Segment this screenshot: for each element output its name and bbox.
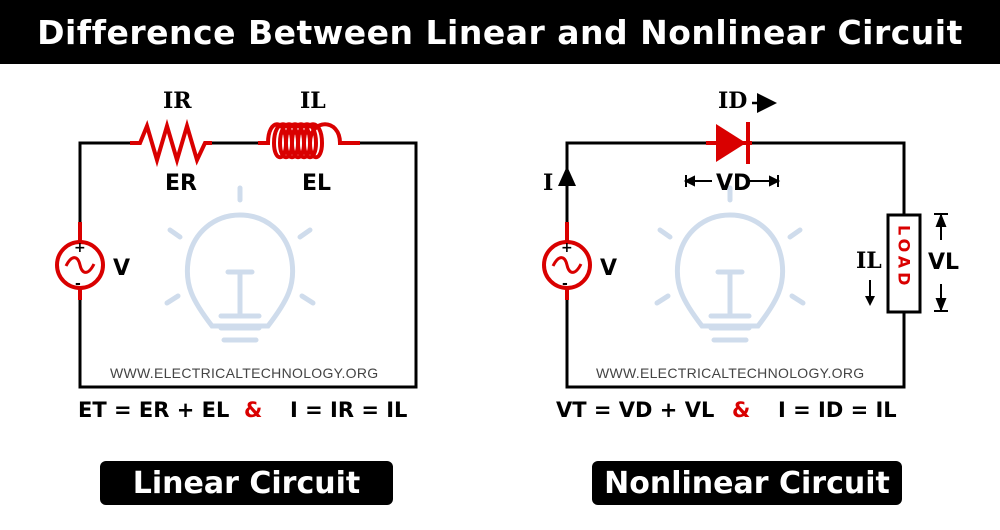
inductor-current-label: IL <box>300 88 326 114</box>
diode-icon <box>706 122 752 164</box>
nonlinear-wires <box>565 141 906 389</box>
nonlinear-voltage-equation: VT = VD + VL <box>556 398 714 422</box>
diode-current-label: ID <box>718 88 747 114</box>
watermark-linear: WWW.ELECTRICALTECHNOLOGY.ORG <box>110 365 378 381</box>
nonlinear-connector: & <box>732 398 750 422</box>
nonlinear-circuit-caption: Nonlinear Circuit <box>592 461 902 505</box>
inductor-icon <box>258 122 360 160</box>
load-voltage-arrows-icon <box>934 213 948 312</box>
bulb-watermark-icon <box>164 185 316 343</box>
linear-wires <box>78 141 418 389</box>
load-label: LOAD <box>895 225 914 289</box>
inductor-voltage-label: EL <box>302 171 331 196</box>
resistor-voltage-label: ER <box>165 171 197 196</box>
nonlinear-current-equation: I = ID = IL <box>778 398 897 422</box>
load-current-arrow-icon <box>865 280 875 306</box>
linear-current-equation: I = IR = IL <box>290 398 407 422</box>
diode-voltage-arrows-icon <box>683 175 781 187</box>
linear-circuit-caption: Linear Circuit <box>100 461 393 505</box>
svg-text:-: - <box>562 276 568 292</box>
loop-current-arrow-icon <box>558 166 576 186</box>
linear-connector: & <box>244 398 262 422</box>
bulb-watermark-icon <box>654 185 806 343</box>
watermark-nonlinear: WWW.ELECTRICALTECHNOLOGY.ORG <box>596 365 864 381</box>
loop-current-label: I <box>543 170 553 196</box>
load-box <box>886 213 922 314</box>
linear-circuit: + - V IR IL ER EL WWW.ELECTRICALTECHNOLO… <box>55 88 418 422</box>
svg-text:-: - <box>75 276 81 292</box>
page-title: Difference Between Linear and Nonlinear … <box>0 0 1000 64</box>
ac-source-icon: + - <box>55 222 105 300</box>
load-voltage-label: VL <box>928 250 959 275</box>
nonlinear-circuit: + - V <box>542 88 959 422</box>
resistor-current-label: IR <box>163 88 192 114</box>
svg-text:+: + <box>561 240 573 256</box>
ac-source-icon: + - <box>542 222 592 300</box>
diode-voltage-label: VD <box>716 171 751 196</box>
resistor-icon <box>130 118 212 168</box>
svg-text:+: + <box>74 240 86 256</box>
linear-voltage-equation: ET = ER + EL <box>78 398 229 422</box>
load-current-label: IL <box>856 248 882 274</box>
nonlinear-source-label: V <box>600 256 617 281</box>
linear-source-label: V <box>113 256 130 281</box>
